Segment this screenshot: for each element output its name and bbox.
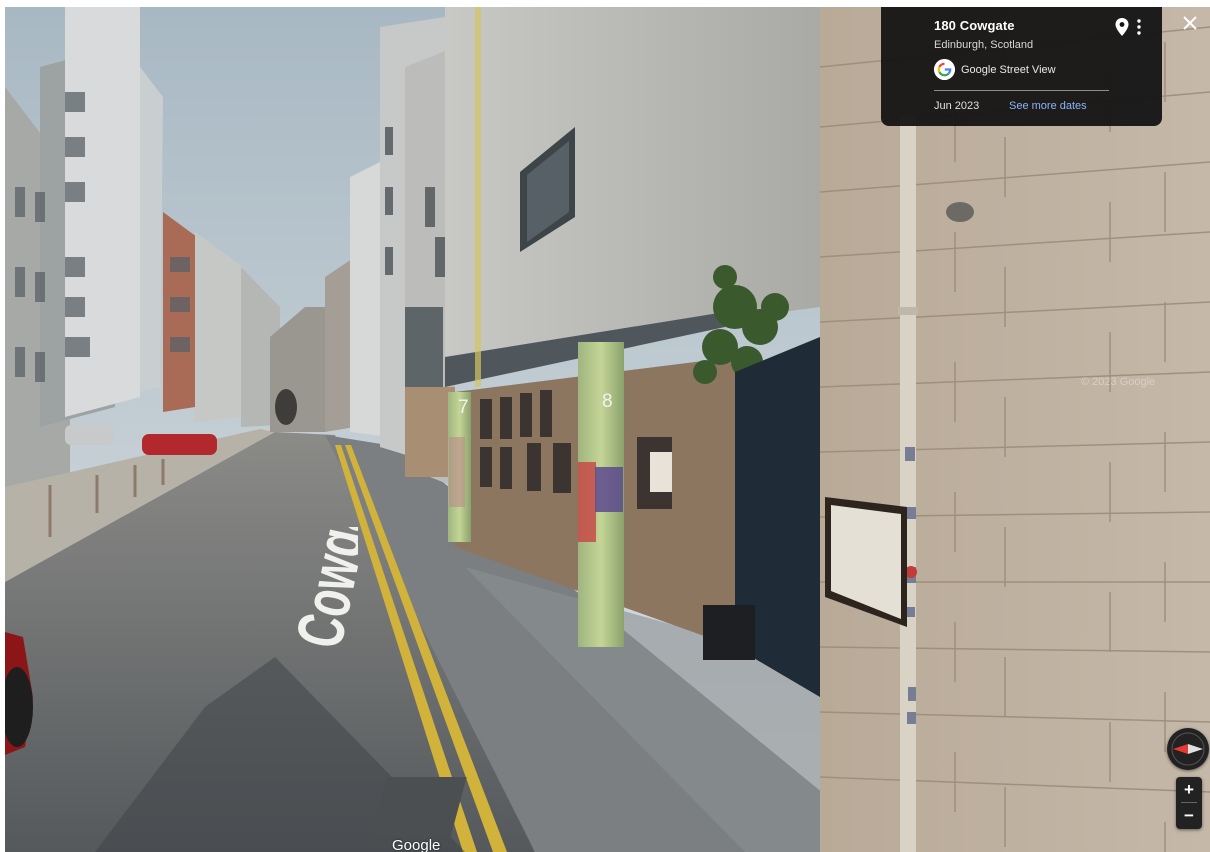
see-more-dates-link[interactable]: See more dates [1009, 100, 1087, 112]
pillar-number-8: 8 [602, 391, 613, 412]
location-title: 180 Cowgate [934, 18, 1015, 33]
more-vert-icon[interactable] [1134, 18, 1144, 36]
compass-button[interactable] [1167, 728, 1209, 770]
zoom-out-button[interactable]: − [1184, 806, 1194, 825]
street-view-viewport[interactable]: Cowgate 7 8 © 2023 Google Google 180 Cow… [5, 7, 1210, 852]
zoom-separator [1181, 802, 1197, 803]
source-label: Google Street View [961, 64, 1056, 76]
close-button[interactable] [1178, 11, 1202, 35]
location-subtitle: Edinburgh, Scotland [934, 39, 1034, 51]
street-view-image[interactable] [5, 7, 1210, 852]
close-icon [1183, 16, 1197, 30]
compass-icon [1171, 732, 1205, 766]
info-divider [934, 90, 1109, 91]
pillar-number-7: 7 [458, 397, 469, 418]
road-marking-text: Cowgate [281, 527, 358, 654]
copyright-watermark: © 2023 Google [1081, 376, 1156, 388]
google-watermark: Google [392, 837, 441, 852]
zoom-control: + − [1176, 777, 1202, 829]
location-info-card: 180 Cowgate Edinburgh, Scotland Google S… [881, 7, 1162, 126]
map-pin-icon[interactable] [1115, 18, 1129, 36]
road-marking: Cowgate [281, 527, 358, 654]
google-g-logo [934, 59, 955, 80]
zoom-in-button[interactable]: + [1184, 780, 1194, 799]
capture-date: Jun 2023 [934, 100, 980, 112]
